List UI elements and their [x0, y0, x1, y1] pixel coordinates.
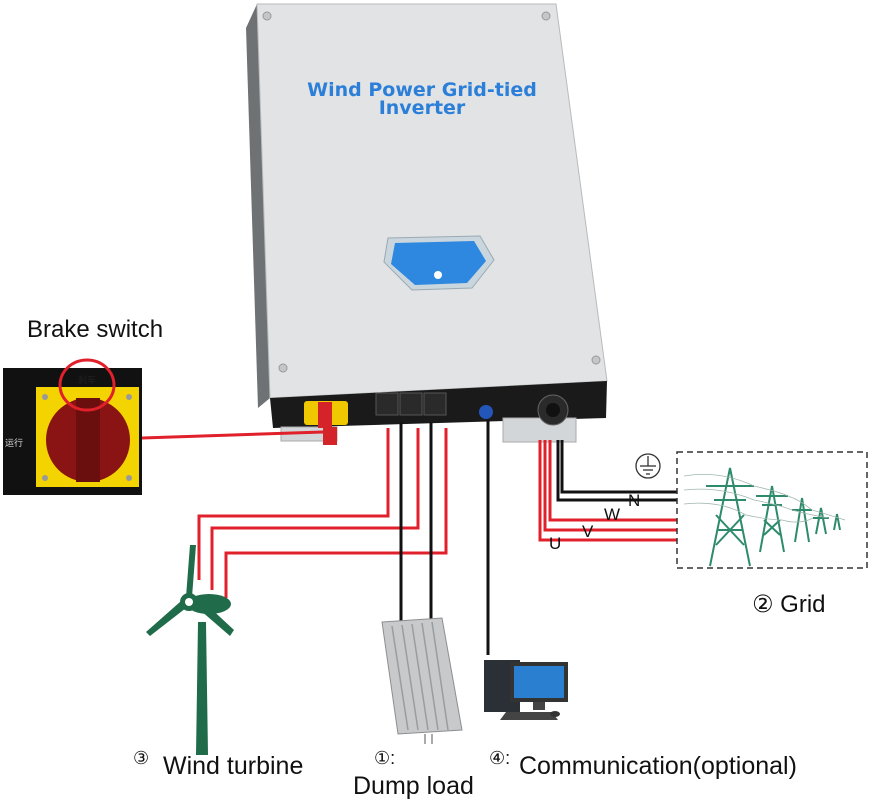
- communication-marker: ④:: [489, 748, 511, 768]
- wind-turbine-label: Wind turbine: [163, 752, 304, 780]
- computer-icon: [484, 660, 568, 720]
- grid-wires: [538, 440, 677, 542]
- brake-highlight-circle: [58, 358, 116, 412]
- communication-label: Communication(optional): [519, 752, 797, 780]
- dump-load-icon: [381, 617, 463, 744]
- grid-box: [676, 451, 868, 569]
- dump-load-label: Dump load: [353, 772, 474, 800]
- ground-icon: [635, 453, 661, 479]
- grid-label: ② Grid: [752, 591, 826, 618]
- wind-turbine-icon: [146, 545, 234, 755]
- wind-turbine-marker: ③: [133, 748, 150, 768]
- transmission-tower-icon: [706, 467, 841, 567]
- inverter-title-line1: Wind Power Grid-tied: [307, 79, 537, 101]
- brake-switch-left-text: 运行: [5, 439, 24, 449]
- phase-label-v: V: [582, 522, 594, 541]
- dump-load-marker: ①:: [374, 748, 396, 768]
- phase-label-w: W: [604, 505, 621, 524]
- inverter-title-line2: Inverter: [378, 97, 466, 119]
- phase-label-n: N: [628, 491, 641, 510]
- dump-load-wires: [399, 422, 433, 622]
- inverter-unit: [246, 3, 608, 445]
- phase-label-u: U: [549, 534, 562, 553]
- brake-switch-label: Brake switch: [27, 316, 164, 343]
- turbine-wires: [197, 428, 448, 598]
- brake-switch-top-text: 刹车: [78, 376, 97, 386]
- brake-switch-box: [3, 358, 142, 495]
